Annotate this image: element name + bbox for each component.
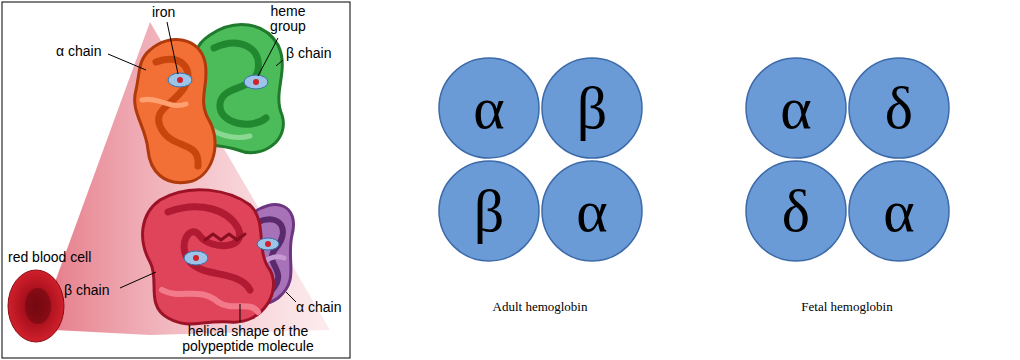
part-label: β chain xyxy=(286,46,331,61)
subunit-letter: α xyxy=(473,78,504,138)
subunit-letter: δ xyxy=(782,181,810,241)
part-label: β chain xyxy=(64,283,109,298)
heme-group xyxy=(168,73,279,265)
red-blood-cell xyxy=(8,270,64,342)
caption-label: Fetal hemoglobin xyxy=(801,300,892,314)
part-label: helical shape of the polypeptide molecul… xyxy=(153,324,343,355)
subunit-letter: α xyxy=(883,181,914,241)
panel-frame xyxy=(2,2,350,358)
subunit-circle: α xyxy=(541,160,643,262)
subunit-circle: δ xyxy=(848,57,950,159)
subunit-circle: α xyxy=(745,57,847,159)
beta-chain-red xyxy=(143,190,274,324)
subunit-letter: β xyxy=(474,181,505,241)
part-label: iron xyxy=(152,5,175,20)
leader-line xyxy=(108,22,296,322)
subunit-letter: α xyxy=(780,78,811,138)
subunit-letter: α xyxy=(576,181,607,241)
part-label: α chain xyxy=(296,300,341,315)
caption-label: Adult hemoglobin xyxy=(493,300,588,314)
subunit-circle: β xyxy=(541,57,643,159)
part-label: α chain xyxy=(56,44,101,59)
subunit-letter: β xyxy=(577,78,608,138)
part-label: heme group xyxy=(262,4,314,35)
zoom-fan xyxy=(55,22,330,335)
subunit-circle: α xyxy=(848,160,950,262)
part-label: red blood cell xyxy=(8,250,91,265)
subunit-circle: δ xyxy=(745,160,847,262)
subunit-circle: β xyxy=(438,160,540,262)
subunit-circle: α xyxy=(438,57,540,159)
subunit-letter: δ xyxy=(885,78,913,138)
